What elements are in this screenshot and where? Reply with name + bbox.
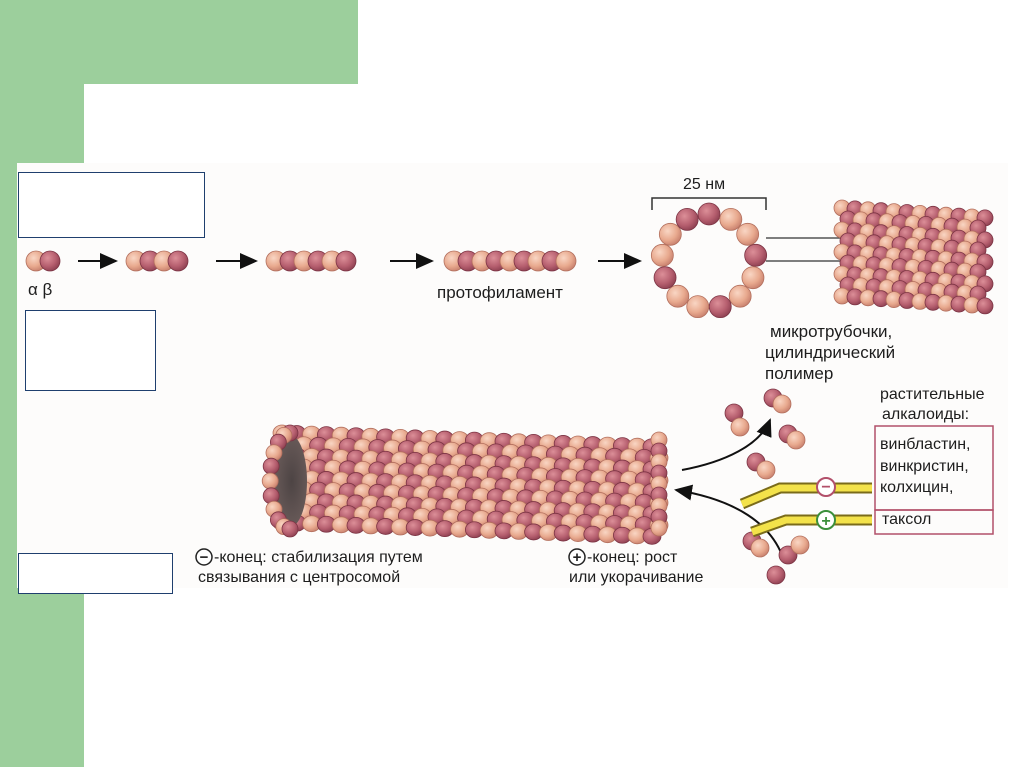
- empty-box-3[interactable]: [18, 553, 173, 594]
- long-microtubule: [261, 424, 669, 545]
- plus-end-text-line2: или укорачивание: [569, 569, 704, 586]
- plus-sign-drug: +: [821, 513, 830, 530]
- beta-tubulin: [167, 250, 189, 272]
- alpha-beta-label: α β: [28, 280, 53, 299]
- diameter-label: 25 нм: [683, 176, 726, 193]
- alkaloids-label-line1: растительные: [880, 386, 985, 403]
- plus-end-marker: [568, 548, 586, 566]
- ring-subunit: [653, 266, 677, 290]
- empty-box-2[interactable]: [25, 310, 156, 391]
- minus-circle-drug: [816, 477, 836, 497]
- rim-subunit: [281, 520, 299, 538]
- polymerization-arrow: [674, 484, 783, 556]
- depolymerization-arrow: [681, 418, 772, 471]
- ring-subunit: [675, 207, 699, 231]
- microtubule-wall-segment: [833, 199, 994, 315]
- plus-end-arrows: [674, 418, 783, 556]
- minus-end-sign: −: [200, 549, 209, 566]
- ring-subunit: [666, 284, 690, 308]
- ring-subunit: [686, 295, 710, 319]
- ring-subunit: [728, 284, 752, 308]
- ring-subunit: [719, 207, 743, 231]
- free-tubulin: [756, 460, 776, 480]
- plus-end-text-line1: -конец: рост: [587, 549, 678, 566]
- beta-tubulin: [39, 250, 61, 272]
- ring-subunit: [741, 266, 765, 290]
- microtubule-lumen: [273, 435, 307, 527]
- microtubule-cross-section: [650, 202, 768, 319]
- minus-end-marker: [195, 548, 213, 566]
- drug-vinblastine: винбластин,: [880, 436, 971, 453]
- microtubule-label-line3: полимер: [765, 364, 834, 383]
- beta-tubulin: [335, 250, 357, 272]
- free-tubulin: [766, 565, 786, 585]
- ring-subunit: [708, 295, 732, 319]
- drug-taxol: таксол: [882, 511, 932, 528]
- alpha-tubulin: [555, 250, 577, 272]
- free-tubulin: [786, 430, 806, 450]
- free-tubulin: [772, 394, 792, 414]
- microtubule-label-line2: цилиндрический: [765, 343, 896, 362]
- ring-subunit: [658, 222, 682, 246]
- wall-subunit: [976, 297, 994, 315]
- free-tubulin: [750, 538, 770, 558]
- drug-box-taxol: [874, 509, 994, 535]
- tubulin-dimers: [25, 250, 577, 272]
- free-tubulin: [730, 417, 750, 437]
- minus-end-text-line2: связывания с центросомой: [198, 569, 401, 586]
- ring-subunit: [744, 243, 768, 267]
- ring-subunit: [650, 243, 674, 267]
- free-tubulin: [790, 535, 810, 555]
- minus-end-text-line1: -конец: стабилизация путем: [214, 549, 423, 566]
- plus-end-subunit: [650, 519, 668, 537]
- empty-box-1[interactable]: [18, 172, 205, 238]
- drug-vincristine: винкристин,: [880, 458, 969, 475]
- alkaloids-label-line2: алкалоиды:: [882, 406, 970, 423]
- drug-arrows: − +: [739, 477, 872, 538]
- diameter-bracket: [651, 197, 767, 210]
- microtubule-label-line1: микротрубочки,: [770, 322, 893, 341]
- ring-subunit: [697, 202, 721, 226]
- drug-colchicine: колхицин,: [880, 479, 954, 496]
- minus-sign-drug: −: [821, 479, 830, 496]
- rim-subunit: [262, 457, 280, 475]
- plus-end-sign: +: [573, 549, 582, 566]
- ring-subunit: [736, 222, 760, 246]
- plus-circle-drug: [816, 510, 836, 530]
- free-tubulin-dimers: [724, 388, 810, 585]
- protofilament-label: протофиламент: [437, 283, 563, 302]
- rim-subunit: [261, 472, 279, 490]
